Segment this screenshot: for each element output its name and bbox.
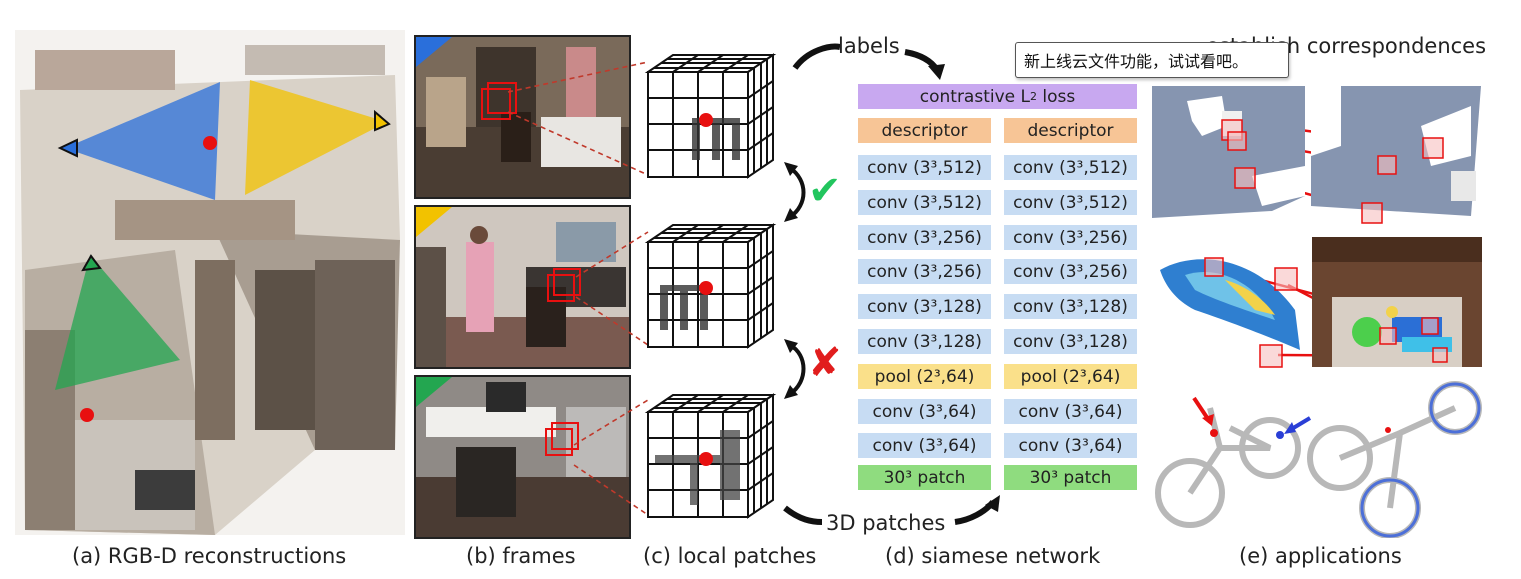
application-partial-scan bbox=[1160, 259, 1300, 350]
keypoint-dot bbox=[699, 281, 713, 295]
layer-block-right: conv (3³,256) bbox=[1004, 225, 1137, 250]
labels-text: labels bbox=[838, 34, 900, 58]
layer-block-left: conv (3³,256) bbox=[858, 259, 991, 284]
patch-block-left: 30³ patch bbox=[858, 465, 991, 490]
layer-block-right: conv (3³,64) bbox=[1004, 399, 1137, 424]
reconstruction-image bbox=[15, 30, 405, 535]
frame-green bbox=[414, 375, 631, 539]
caption-d: (d) siamese network bbox=[885, 544, 1101, 568]
loss-label: contrastive L bbox=[919, 86, 1030, 107]
layer-block-right: conv (3³,512) bbox=[1004, 190, 1137, 215]
keypoint-dot bbox=[80, 408, 94, 422]
loss-subscript: 2 bbox=[1029, 90, 1037, 103]
layer-block-right: conv (3³,512) bbox=[1004, 155, 1137, 180]
patch-cube-3 bbox=[644, 393, 777, 519]
layer-block-left: conv (3³,64) bbox=[858, 433, 991, 458]
loss-tail: loss bbox=[1036, 86, 1076, 107]
layer-block-right: conv (3³,128) bbox=[1004, 294, 1137, 319]
caption-c: (c) local patches bbox=[643, 544, 817, 568]
layer-block-left: pool (2³,64) bbox=[858, 364, 991, 389]
keypoint-dot bbox=[699, 113, 713, 127]
frame-blue bbox=[414, 35, 631, 199]
frame-yellow bbox=[414, 205, 631, 369]
correspondence-boxes bbox=[1204, 119, 1448, 368]
descriptor-block-right: descriptor bbox=[1004, 118, 1137, 143]
patch-cube-1 bbox=[644, 53, 777, 179]
camera-frustum-yellow bbox=[245, 80, 387, 195]
layer-block-left: conv (3³,512) bbox=[858, 190, 991, 215]
layer-block-left: conv (3³,512) bbox=[858, 155, 991, 180]
camera-frustum-green bbox=[55, 255, 180, 390]
application-depth-scan-left bbox=[1152, 86, 1305, 218]
tooltip-popup: 新上线云文件功能，试试看吧。 bbox=[1015, 42, 1289, 78]
layer-block-right: conv (3³,256) bbox=[1004, 259, 1137, 284]
layer-block-right: conv (3³,128) bbox=[1004, 329, 1137, 354]
patch-block-right: 30³ patch bbox=[1004, 465, 1137, 490]
patches-text: 3D patches bbox=[826, 511, 946, 535]
keypoint-dot bbox=[203, 136, 217, 150]
layer-block-right: pool (2³,64) bbox=[1004, 364, 1137, 389]
camera-frustum-blue bbox=[65, 82, 220, 200]
caption-a: (a) RGB-D reconstructions bbox=[72, 544, 347, 568]
keypoint-dot bbox=[699, 452, 713, 466]
layer-block-left: conv (3³,256) bbox=[858, 225, 991, 250]
layer-block-left: conv (3³,128) bbox=[858, 329, 991, 354]
nonmatch-cross-icon: ✘ bbox=[808, 340, 842, 386]
layer-block-left: conv (3³,64) bbox=[858, 399, 991, 424]
match-check-icon: ✔ bbox=[808, 168, 842, 214]
descriptor-block-left: descriptor bbox=[858, 118, 991, 143]
layer-block-right: conv (3³,64) bbox=[1004, 433, 1137, 458]
caption-e: (e) applications bbox=[1239, 544, 1402, 568]
layer-block-left: conv (3³,128) bbox=[858, 294, 991, 319]
application-bicycles bbox=[1155, 381, 1482, 538]
caption-b: (b) frames bbox=[466, 544, 576, 568]
